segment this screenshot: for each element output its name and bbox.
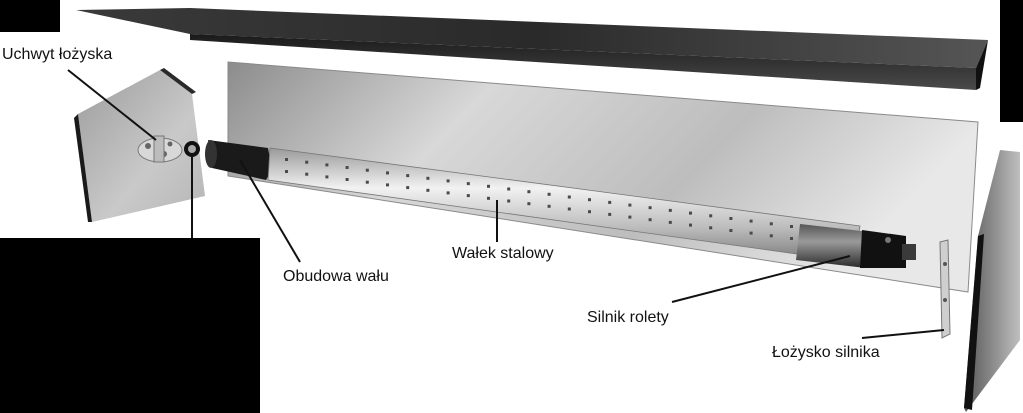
shaft-hole (386, 183, 389, 187)
shaft-hole (325, 163, 329, 167)
shaft-hole (709, 214, 713, 218)
shaft-hole (790, 237, 793, 240)
shaft-hole (749, 219, 753, 223)
top-cover-panel (76, 8, 988, 90)
shaft-hole (749, 231, 753, 235)
shaft-hole (487, 184, 490, 188)
shaft-hole (345, 166, 349, 169)
black-block-bottom-left (0, 238, 260, 413)
bearing-bracket (137, 135, 200, 163)
shaft-hole (588, 210, 591, 214)
shaft-hole (567, 207, 571, 211)
shaft-hole (547, 204, 551, 208)
shaft-hole (608, 212, 612, 216)
leader-motor (671, 255, 851, 303)
shaft-hole (709, 226, 713, 230)
shaft-hole (365, 180, 369, 184)
shaft-hole (608, 200, 612, 204)
shaft-hole (668, 208, 672, 212)
shaft-hole (547, 192, 551, 196)
shaft-hole (588, 198, 591, 202)
shaft-hole (628, 215, 632, 219)
shaft-hole (426, 176, 430, 180)
shaft-perforations (285, 158, 793, 240)
shaft-hole (365, 168, 369, 172)
shaft-hole (628, 203, 632, 207)
label-bearing-bracket: Uchwyt łożyska (2, 46, 113, 63)
right-side-plate (964, 150, 1020, 412)
shaft-hole (386, 171, 389, 175)
shaft-hole (305, 160, 309, 164)
shaft-hole (446, 191, 450, 195)
shaft-hole (426, 188, 430, 192)
shaft-hole (689, 211, 692, 215)
black-block-top-right (1000, 0, 1023, 122)
leader-bracket (67, 69, 157, 141)
shaft-hole (729, 229, 733, 232)
shaft-hole (406, 174, 410, 178)
shutter-motor (796, 224, 916, 268)
shaft-hole (466, 194, 470, 198)
label-motor-bearing: Łożysko silnika (772, 344, 880, 361)
shaft-hole (305, 172, 309, 176)
label-shaft-housing: Obudowa wału (283, 268, 389, 285)
shaft-hole (769, 222, 773, 226)
shaft-hole (527, 202, 531, 206)
shaft-hole (567, 195, 571, 199)
shaft-hole (487, 196, 490, 200)
motor-bearing-part (939, 239, 951, 339)
shaft-hole (285, 170, 288, 173)
shaft-hole (527, 190, 531, 194)
shaft-hole (325, 175, 329, 179)
label-steel-shaft: Wałek stalowy (452, 245, 554, 262)
shaft-hole (406, 186, 410, 190)
shaft-hole (729, 217, 733, 220)
shaft-hole (648, 206, 652, 210)
shaft-hole (466, 182, 470, 186)
shaft-hole (648, 218, 652, 222)
leader-bearing (861, 329, 945, 339)
black-block-top-left (0, 0, 60, 32)
shaft-hole (507, 187, 511, 191)
leader-housing (239, 159, 301, 263)
shaft-hole (668, 220, 672, 224)
shaft-hole (345, 178, 349, 181)
shaft-hole (507, 199, 511, 203)
shaft-hole (446, 179, 450, 183)
shaft-hole (790, 225, 793, 228)
shaft-hole (285, 158, 288, 161)
leader-lines (67, 69, 945, 339)
shaft-hole (689, 223, 692, 227)
shaft-hole (769, 234, 773, 238)
label-shutter-motor: Silnik rolety (587, 309, 669, 326)
